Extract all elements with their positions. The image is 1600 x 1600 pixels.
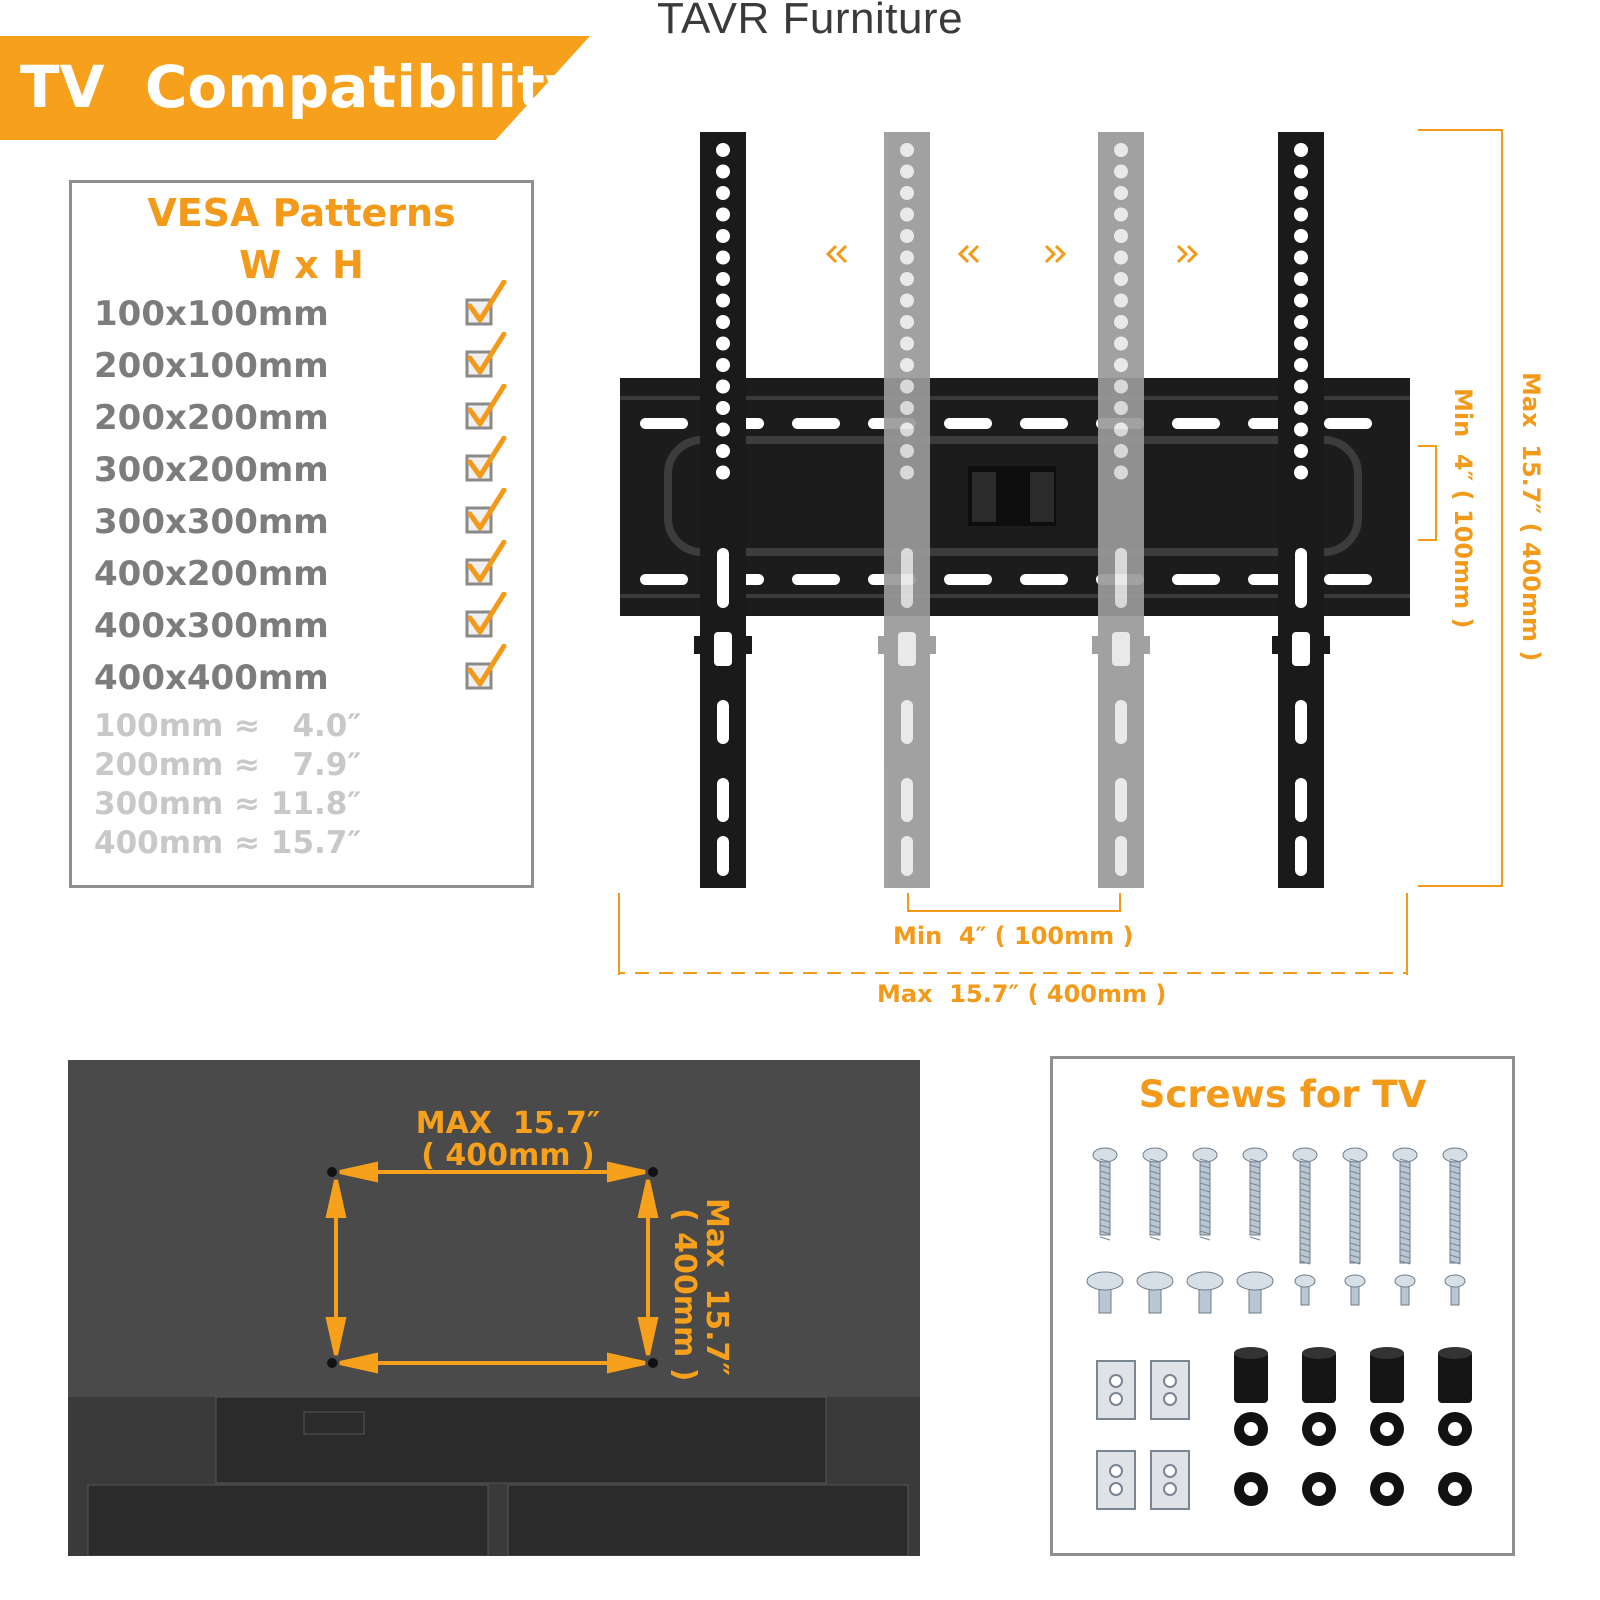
arrow-right-icon xyxy=(1044,244,1067,264)
conversion-row: 300mm ≈ 11.8″ xyxy=(94,786,362,822)
conversion-row: 100mm ≈ 4.0″ xyxy=(94,708,362,744)
vesa-pattern-label: 100x100mm xyxy=(94,294,329,334)
vesa-subtitle: W x H xyxy=(239,243,364,287)
slide-arrows xyxy=(825,244,1199,264)
hardware-items xyxy=(1086,1147,1472,1510)
inner-arm-left xyxy=(878,132,936,888)
tv-max-height-mm: ( 400mm ) xyxy=(667,1208,702,1382)
arrow-right-icon xyxy=(1176,244,1199,264)
arrow-left-icon xyxy=(825,244,848,264)
vesa-pattern-label: 400x300mm xyxy=(94,606,329,646)
min-vertical-label: Min 4″ ( 100mm ) xyxy=(1449,388,1477,629)
check-icon xyxy=(465,644,507,690)
tv-vesa-diagram xyxy=(87,1161,909,1556)
tv-max-width-mm: ( 400mm ) xyxy=(421,1138,595,1173)
check-icon xyxy=(465,332,507,378)
min-horizontal-bracket xyxy=(907,893,1121,912)
title-banner xyxy=(0,36,590,140)
check-icon xyxy=(465,280,507,326)
arrow-left-icon xyxy=(957,244,980,264)
vesa-pattern-label: 200x200mm xyxy=(94,398,329,438)
check-icon xyxy=(465,436,507,482)
vesa-pattern-row: 400x300mm xyxy=(94,592,514,654)
tv-vents xyxy=(87,1396,909,1556)
tv-dimension-arrows xyxy=(325,1161,659,1374)
outer-arm-left xyxy=(694,132,752,888)
vesa-pattern-label: 200x100mm xyxy=(94,346,329,386)
tv-max-height-label: Max 15.7″ xyxy=(699,1198,734,1376)
tv-back-panel: MAX 15.7″ ( 400mm ) Max 15.7″ ( 400mm ) xyxy=(68,1060,920,1556)
screws-title: Screws for TV xyxy=(1138,1073,1427,1116)
vesa-pattern-row: 200x200mm xyxy=(94,384,514,446)
max-vertical-bracket xyxy=(1418,129,1503,887)
vesa-pattern-label: 400x200mm xyxy=(94,554,329,594)
vesa-pattern-row: 100x100mm xyxy=(94,280,514,342)
bracket-diagram xyxy=(618,129,1503,975)
brand-name: TAVR Furniture xyxy=(656,0,964,43)
vesa-pattern-label: 300x300mm xyxy=(94,502,329,542)
inner-arm-right xyxy=(1092,132,1150,888)
vesa-patterns-box: VESA Patterns W x H 100x100mm 200x100mm 20… xyxy=(69,180,534,888)
vesa-pattern-row: 400x200mm xyxy=(94,540,514,602)
dimension-lines xyxy=(618,129,1503,975)
outer-arm-right xyxy=(1272,132,1330,888)
hardware-illustration xyxy=(1086,1147,1472,1510)
check-icon xyxy=(465,384,507,430)
max-vertical-label: Max 15.7″ ( 400mm ) xyxy=(1517,372,1545,662)
min-vertical-bracket xyxy=(1418,445,1437,541)
conversion-row: 200mm ≈ 7.9″ xyxy=(94,747,362,783)
vesa-title: VESA Patterns xyxy=(147,191,456,235)
screws-box: Screws for TV xyxy=(1050,1056,1515,1556)
vesa-pattern-row: 200x100mm xyxy=(94,332,514,394)
tv-max-width-label: MAX 15.7″ xyxy=(415,1106,601,1141)
min-horizontal-label: Min 4″ ( 100mm ) xyxy=(893,922,1134,950)
banner-title: TV Compatibility xyxy=(20,53,583,121)
mount-holes xyxy=(327,1167,658,1368)
check-icon xyxy=(465,488,507,534)
vesa-pattern-label: 400x400mm xyxy=(94,658,329,698)
check-icon xyxy=(465,592,507,638)
vesa-pattern-label: 300x200mm xyxy=(94,450,329,490)
vesa-pattern-row: 300x300mm xyxy=(94,488,514,550)
vesa-pattern-row: 300x200mm xyxy=(94,436,514,498)
check-icon xyxy=(465,540,507,586)
vesa-pattern-row: 400x400mm xyxy=(94,644,514,706)
max-horizontal-label: Max 15.7″ ( 400mm ) xyxy=(877,980,1167,1008)
conversion-row: 400mm ≈ 15.7″ xyxy=(94,825,362,861)
